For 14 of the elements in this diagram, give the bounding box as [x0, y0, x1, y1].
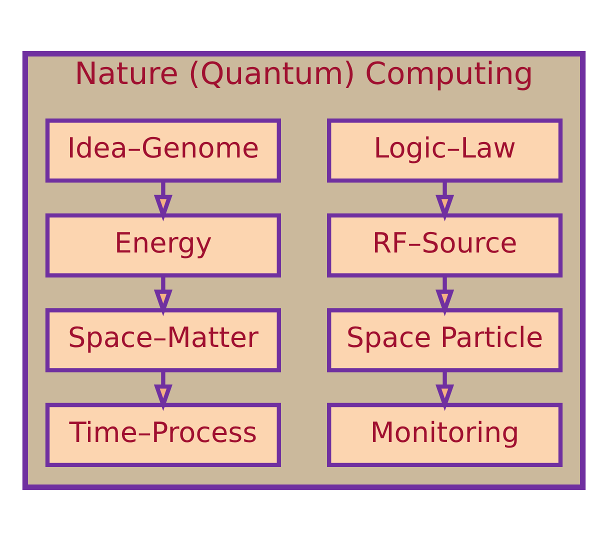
arrow [154, 180, 172, 221]
node-box: Monitoring [327, 402, 563, 467]
arrow [436, 274, 454, 316]
node-box: Space–Matter [45, 308, 281, 372]
arrow [154, 274, 172, 316]
node-box: Idea–Genome [45, 118, 281, 182]
node-box: Time–Process [45, 402, 281, 467]
node-box: Energy [45, 212, 281, 277]
node-box: Logic–Law [327, 118, 563, 182]
node-box: Space Particle [327, 308, 563, 372]
arrow [436, 370, 454, 411]
node-box: RF–Source [327, 212, 563, 277]
arrow [436, 180, 454, 221]
arrow [154, 370, 172, 411]
